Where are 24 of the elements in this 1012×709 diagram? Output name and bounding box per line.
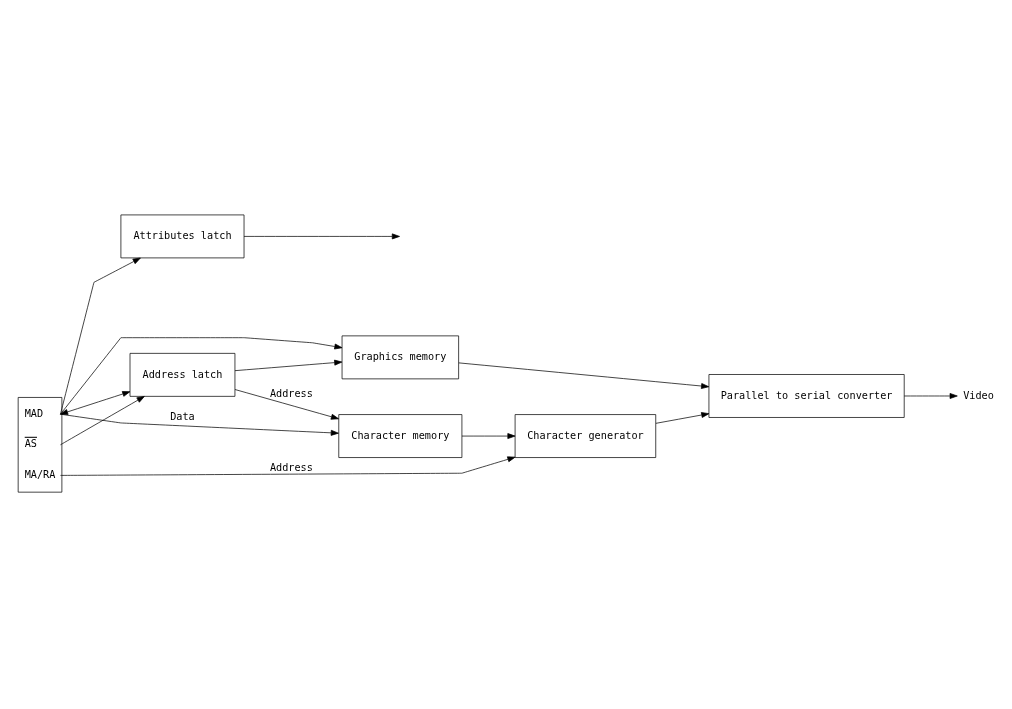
edge-label: Data xyxy=(170,410,195,422)
edge-label: Address xyxy=(269,461,313,473)
node-box: Graphics memory xyxy=(341,335,459,379)
arrow xyxy=(243,233,400,239)
edge-label: Address xyxy=(269,387,313,399)
arrow xyxy=(655,411,710,424)
arrow xyxy=(60,390,131,415)
node-box: Character generator xyxy=(514,413,657,458)
arrow xyxy=(903,392,958,399)
arrow xyxy=(60,395,145,445)
arrow xyxy=(458,362,710,389)
node-box: Character memory xyxy=(338,413,463,458)
arrow xyxy=(60,455,516,476)
node-box: Parallel to serial converter xyxy=(708,373,905,418)
arrow xyxy=(60,257,141,415)
node-text: Video xyxy=(963,389,994,401)
arrow xyxy=(60,336,343,415)
node-box: Attributes latch xyxy=(120,214,245,258)
arrow xyxy=(234,388,339,420)
node-box: MAD AS MA/RA xyxy=(17,396,63,493)
node-box: Address latch xyxy=(129,352,236,397)
arrow xyxy=(461,432,516,439)
arrow xyxy=(234,359,343,371)
arrow xyxy=(60,413,339,436)
